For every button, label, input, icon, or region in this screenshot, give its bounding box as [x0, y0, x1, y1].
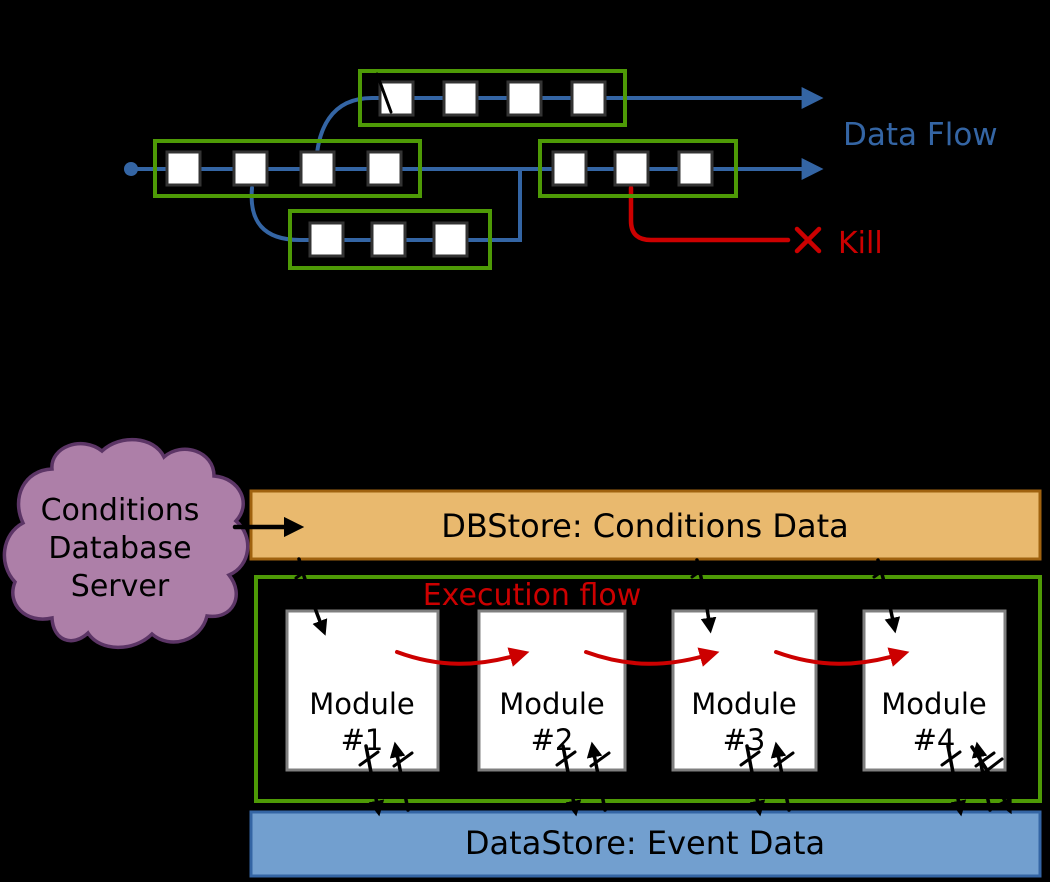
execution-flow-label: Execution flow [423, 578, 642, 613]
dbstore-to-module1-arrow [297, 557, 328, 636]
dbstore-module-connectors [297, 557, 901, 636]
chain-square [165, 150, 202, 187]
module4-extra-write-arrow [970, 745, 1012, 815]
module-chain-right [538, 139, 738, 198]
conditions-db-cloud [2, 437, 250, 650]
chain-square [232, 150, 269, 187]
dbstore-label: DBStore: Conditions Data [441, 507, 849, 545]
module3-write-arrow [745, 744, 766, 817]
data-flow-label: Data Flow [843, 117, 998, 153]
chain-square [506, 80, 543, 117]
module1-name: Module [309, 687, 414, 721]
dbstore-to-module4-arrow [876, 558, 901, 634]
cloud-label-line2: Database [48, 531, 191, 566]
kill-line [628, 185, 791, 243]
module1-number: #1 [341, 723, 384, 757]
module3-number: #3 [723, 723, 766, 757]
module4-number: #4 [913, 723, 956, 757]
chain-square [677, 150, 714, 187]
module-chain-sub [288, 209, 492, 270]
chain-square [551, 150, 588, 187]
datastore-bar [249, 810, 1042, 878]
execution-flow-arrow [774, 647, 910, 667]
datastore-label: DataStore: Event Data [465, 824, 825, 862]
kill-label: Kill [838, 226, 883, 261]
module-chain-main [153, 139, 422, 198]
chain-square [366, 150, 403, 187]
chain-square [432, 221, 469, 258]
chain-square [370, 221, 407, 258]
module-box-1 [285, 609, 440, 772]
dbstore-to-module3-arrow [695, 558, 717, 634]
chain-square [613, 150, 650, 187]
chain-square [442, 80, 479, 117]
chain-squares [165, 80, 714, 258]
module-box-3 [671, 609, 818, 772]
module4-name: Module [881, 687, 986, 721]
bus-slash-marks [294, 562, 1004, 774]
cloud-label-line1: Conditions [41, 493, 200, 528]
module2-name: Module [499, 687, 604, 721]
module3-read-arrow [770, 741, 791, 812]
process-path-diagram: Data Flow Kill [124, 69, 998, 270]
cloud-label-line3: Server [71, 569, 170, 604]
event-processing-box [254, 575, 1042, 803]
module2-write-arrow [561, 744, 582, 817]
module-datastore-connectors [364, 741, 1012, 817]
chain-square [299, 150, 336, 187]
path-start-dot [124, 162, 138, 176]
module2-read-arrow [586, 741, 607, 812]
subpath-line [249, 169, 522, 242]
module2-number: #2 [531, 723, 574, 757]
chain-square [308, 221, 345, 258]
module1-write-arrow [364, 744, 385, 817]
module1-read-arrow [389, 741, 410, 812]
execution-flow-arrow [395, 647, 530, 667]
chain-square [570, 80, 607, 117]
kill-cross-icon [794, 226, 822, 254]
condition-tick [375, 72, 393, 114]
framework-diagram: Conditions Database Server DBStore: Cond… [2, 437, 1042, 878]
module4-write-arrow [946, 744, 967, 817]
execution-flow-arrows [395, 647, 910, 667]
module-chain-top [358, 69, 627, 127]
module3-name: Module [691, 687, 796, 721]
execution-flow-arrow [584, 647, 720, 667]
